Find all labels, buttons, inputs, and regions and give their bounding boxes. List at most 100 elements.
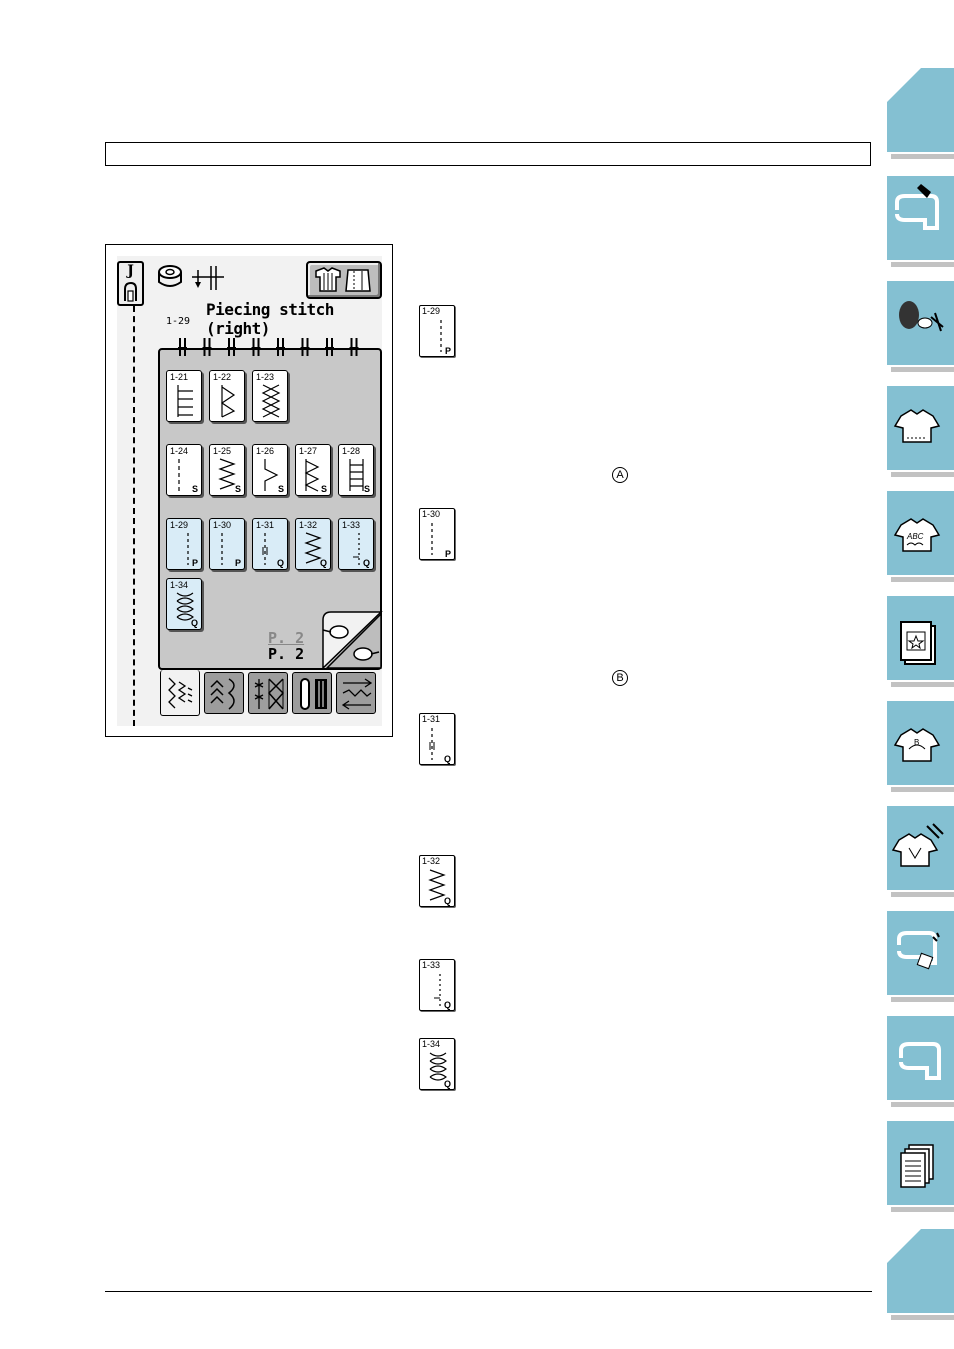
stitch-key[interactable]: 1-26 S: [252, 444, 288, 496]
stitch-key[interactable]: 1-32 Q: [295, 518, 331, 570]
stitch-name-line2: (right): [206, 319, 270, 338]
thread-spool-icon: [899, 301, 944, 332]
pattern-number: 1-32: [422, 856, 441, 866]
marker-b: B: [612, 670, 628, 686]
tab-decorative-stitches[interactable]: [204, 672, 244, 714]
pattern-icon-card: 1-34 Q: [419, 1038, 455, 1090]
sewing-machine-outline-icon: [899, 1042, 941, 1080]
pattern-number: 1-29: [422, 306, 441, 316]
tab-multidirectional-stitches[interactable]: [336, 672, 376, 714]
stitch-name-line1: Piecing stitch: [206, 300, 334, 319]
stitch-key[interactable]: 1-21: [166, 370, 202, 422]
sewing-machine-icon: [895, 184, 939, 230]
stitch-key-number: 1-25: [213, 446, 232, 456]
stitch-key-number: 1-27: [299, 446, 318, 456]
binder-ring: [276, 338, 285, 356]
presser-foot-letter: J: [127, 263, 134, 279]
documents-icon: [900, 1144, 934, 1188]
stitch-pattern-icon: [431, 523, 433, 555]
tshirt-abc-icon: ABC: [893, 518, 941, 552]
chapter-tab[interactable]: ABC: [887, 491, 954, 582]
pattern-icon-card: 1-31 Q: [419, 713, 455, 765]
stitch-pattern-icon: [262, 533, 268, 565]
stitch-key-foot-letter: Q: [276, 558, 284, 568]
chapter-tab[interactable]: [887, 281, 954, 372]
pattern-foot-letter: P: [444, 346, 451, 356]
stitch-pattern-icon: [264, 459, 279, 491]
stitch-key-number: 1-23: [256, 372, 275, 382]
stitch-pattern-icon: [304, 459, 320, 492]
stitch-key[interactable]: 1-27 S: [295, 444, 331, 496]
buttonhole-icon: [300, 678, 327, 710]
chapter-tab[interactable]: [887, 176, 954, 267]
pattern-foot-letter: Q: [443, 1000, 451, 1010]
seam-guide-line: [133, 306, 135, 726]
page-turn-corner[interactable]: [321, 610, 383, 670]
chapter-tab[interactable]: [887, 1121, 954, 1212]
stitch-key[interactable]: 1-23: [252, 370, 288, 422]
stitch-pattern-icon: [221, 533, 223, 565]
stitch-pattern-icon: [353, 533, 360, 565]
stitch-key[interactable]: 1-25 S: [209, 444, 245, 496]
stitch-key-foot-letter: Q: [319, 558, 327, 568]
stitch-key[interactable]: 1-33 Q: [338, 518, 374, 570]
tab-corner: [887, 68, 921, 102]
stitch-key[interactable]: 1-22: [209, 370, 245, 422]
stitch-key-foot-letter: Q: [362, 558, 370, 568]
pattern-number: 1-34: [422, 1039, 441, 1049]
stitch-key-number: 1-34: [170, 580, 189, 590]
stitch-key-number: 1-29: [170, 520, 189, 530]
pattern-foot-letter: P: [444, 549, 451, 559]
stitch-pattern-icon: [304, 532, 322, 564]
stitch-key-foot-letter: Q: [190, 618, 198, 628]
stitch-key-number: 1-26: [256, 446, 275, 456]
chapter-tab[interactable]: [887, 386, 954, 477]
chapter-tab[interactable]: [887, 911, 954, 1002]
stitch-key-number: 1-21: [170, 372, 189, 382]
stitch-key[interactable]: 1-31 Q: [252, 518, 288, 570]
stitch-key-foot-letter: S: [191, 484, 198, 494]
stitch-key[interactable]: 1-30 P: [209, 518, 245, 570]
tab-corner: [887, 1229, 921, 1263]
tshirt-icon: [893, 409, 941, 443]
tab-buttonhole-stitches[interactable]: [292, 672, 332, 714]
stitch-pattern-icon: [187, 533, 189, 565]
chapter-tab[interactable]: [887, 68, 954, 159]
pattern-icon-card: 1-32 Q: [419, 855, 455, 907]
stitch-key[interactable]: 1-34 Q: [166, 578, 202, 630]
presser-foot-indicator: J: [117, 261, 144, 306]
stitch-key[interactable]: 1-29 P: [166, 518, 202, 570]
stitch-key-number: 1-32: [299, 520, 318, 530]
stitch-key-number: 1-28: [342, 446, 361, 456]
marker-a: A: [612, 467, 628, 483]
chapter-tab[interactable]: [887, 596, 954, 687]
tab-satin-stitches[interactable]: [248, 672, 288, 714]
tshirt-edit-icon: [891, 823, 944, 867]
stitch-key-number: 1-31: [256, 520, 275, 530]
stitch-key-number: 1-33: [342, 520, 361, 530]
multidirectional-icon: [341, 678, 373, 710]
stitch-pattern-icon: [428, 869, 446, 901]
chapter-tab[interactable]: [887, 806, 954, 897]
stitch-pattern-icon: [429, 1052, 447, 1081]
stitch-key[interactable]: 1-24 S: [166, 444, 202, 496]
binder-ring: [251, 338, 261, 356]
stitch-key-foot-letter: S: [363, 484, 370, 494]
stitch-pattern-icon: [434, 974, 441, 1006]
stitch-pattern-icon: [261, 384, 281, 418]
stitch-key[interactable]: 1-28 S: [338, 444, 374, 496]
chapter-tab[interactable]: [887, 1016, 954, 1107]
pattern-icon-card: 1-29 P: [419, 305, 455, 357]
binder-ring: [202, 338, 212, 356]
satin-stitches-icon: [254, 678, 285, 710]
chapter-tab[interactable]: [887, 1229, 954, 1320]
garment-icon: [315, 267, 371, 292]
chapter-tab[interactable]: B: [887, 701, 954, 792]
stitch-key-number: 1-24: [170, 446, 189, 456]
section-title-bar: [105, 142, 871, 166]
binder-ring: [349, 338, 359, 356]
tab-utility-stitches[interactable]: [160, 670, 200, 716]
binder-ring: [325, 338, 334, 356]
page-total: P. 2: [268, 645, 305, 663]
garment-key-button[interactable]: [306, 261, 382, 299]
